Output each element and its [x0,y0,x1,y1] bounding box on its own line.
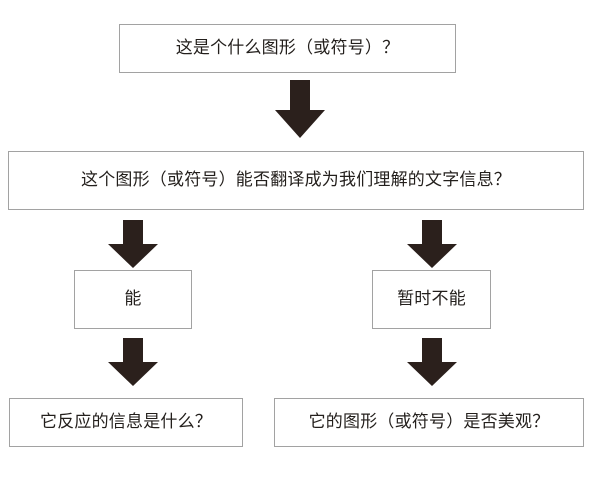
arrow-down-icon [407,338,457,386]
flowchart-node-label: 这是个什么图形（或符号）？ [175,38,400,59]
flowchart-node-outcome-yes: 它反应的信息是什么？ [9,398,243,447]
flowchart-node-label: 这个图形（或符号）能否翻译成为我们理解的文字信息？ [81,170,511,191]
flowchart-node-decision-question: 这个图形（或符号）能否翻译成为我们理解的文字信息？ [8,151,584,210]
arrow-down-icon [108,220,158,268]
flowchart-node-root-question: 这是个什么图形（或符号）？ [119,24,456,73]
flowchart-node-branch-no: 暂时不能 [372,270,491,329]
arrow-down-icon [407,220,457,268]
arrow-down-icon [275,80,325,138]
flowchart-node-label: 它的图形（或符号）是否美观？ [308,412,550,433]
flowchart-node-label: 能 [124,289,142,310]
arrow-down-icon [108,338,158,386]
flowchart-node-outcome-no: 它的图形（或符号）是否美观？ [274,398,584,447]
flowchart-node-label: 它反应的信息是什么？ [40,412,212,433]
flowchart-node-branch-yes: 能 [74,270,192,329]
flowchart-node-label: 暂时不能 [397,289,466,310]
